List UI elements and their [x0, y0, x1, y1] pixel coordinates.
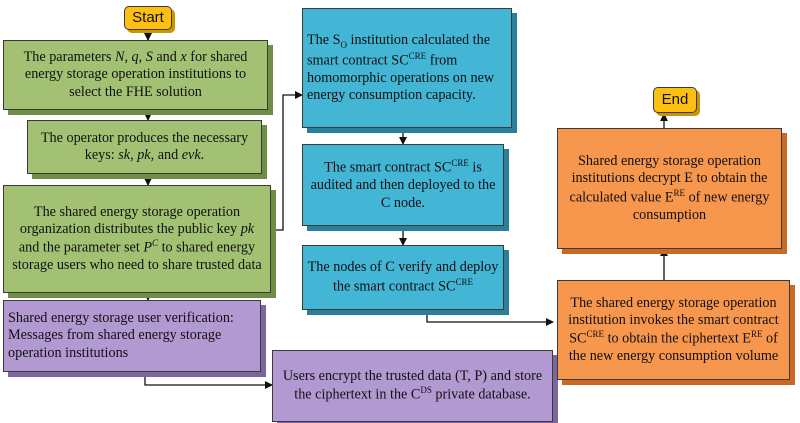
step-calculate-smart-contract-text: The SO institution calculated the smart …	[307, 31, 495, 103]
step-produce-keys: The operator produces the necessary keys…	[27, 120, 262, 174]
step-encrypt-trusted-data: Users encrypt the trusted data (T, P) an…	[272, 350, 553, 422]
step-verify-deploy-contract: The nodes of C verify and deploy the sma…	[302, 245, 504, 310]
step-invoke-smart-contract-text: The shared energy storage operation inst…	[568, 294, 779, 365]
step-decrypt-result-text: Shared energy storage operation institut…	[569, 153, 770, 223]
step-invoke-smart-contract: The shared energy storage operation inst…	[557, 280, 790, 380]
end-label: End	[661, 90, 689, 108]
step-select-fhe-solution: The parameters N, q, S and x for shared …	[3, 40, 268, 110]
start-label: Start	[132, 8, 164, 26]
step-select-fhe-solution-text: The parameters N, q, S and x for shared …	[23, 49, 248, 100]
step-user-verification: Shared energy storage user verification:…	[3, 300, 261, 372]
arrow-g3-to-t1	[273, 91, 303, 231]
start-terminal: Start	[124, 6, 172, 30]
step-produce-keys-text: The operator produces the necessary keys…	[40, 129, 249, 163]
step-encrypt-trusted-data-text: Users encrypt the trusted data (T, P) an…	[282, 367, 543, 403]
arrow-t3-to-o1	[426, 310, 554, 326]
step-verify-deploy-contract-text: The nodes of C verify and deploy the sma…	[307, 259, 499, 295]
step-distribute-public-key-text: The shared energy storage operation orga…	[12, 203, 262, 274]
arrow-p1-to-p2	[144, 372, 273, 389]
step-decrypt-result: Shared energy storage operation institut…	[557, 128, 782, 249]
step-audit-deploy-contract: The smart contract SCCRE is audited and …	[302, 144, 504, 226]
end-terminal: End	[653, 87, 697, 113]
step-distribute-public-key: The shared energy storage operation orga…	[3, 185, 271, 293]
step-user-verification-text: Shared energy storage user verification:…	[8, 310, 234, 361]
step-calculate-smart-contract: The SO institution calculated the smart …	[302, 8, 512, 128]
step-audit-deploy-contract-text: The smart contract SCCRE is audited and …	[310, 158, 496, 211]
